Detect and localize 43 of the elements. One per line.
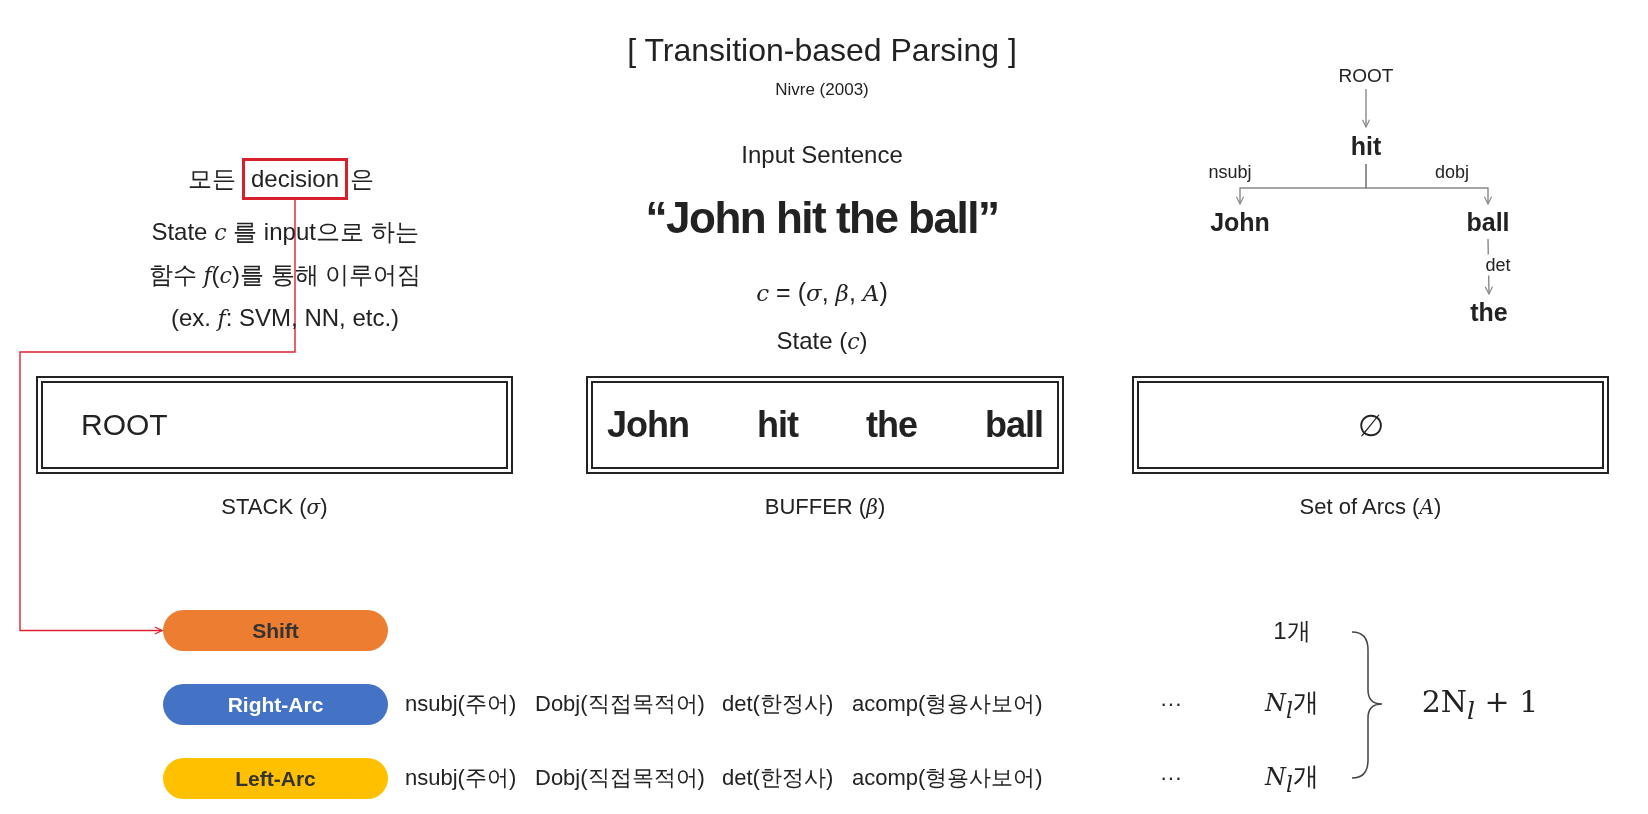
box-caption: BUFFER (β) <box>764 494 886 520</box>
text: Dobj(직접목적어) <box>535 690 705 718</box>
text: nsubj(주어) <box>405 690 517 718</box>
box-caption: Set of Arcs (A) <box>1299 494 1442 520</box>
transition-pill: Left-Arc <box>163 758 388 799</box>
word: the <box>866 404 917 446</box>
text: acomp(형용사보어) <box>852 764 1043 792</box>
arrow <box>19 199 296 635</box>
stack-box: ROOT <box>36 376 513 474</box>
transition-pill: Shift <box>163 610 388 651</box>
text: Nivre (2003) <box>775 80 869 100</box>
word: John <box>607 404 689 446</box>
title: [ Transition-based Parsing ] <box>627 31 1017 69</box>
text: 은 <box>350 164 374 194</box>
text: det(한정사) <box>722 764 834 792</box>
arc-set-box: ∅ <box>1132 376 1609 474</box>
text: 1개 <box>1273 616 1311 646</box>
word: ball <box>985 404 1043 446</box>
edge-label: det <box>1483 254 1513 276</box>
text: Input Sentence <box>741 141 903 169</box>
text: nsubj(주어) <box>405 764 517 792</box>
text: 모든 <box>188 164 236 194</box>
text: 2N$_{l}$ + 1 <box>1421 683 1539 725</box>
text: det(한정사) <box>722 690 834 718</box>
text: State (c) <box>776 327 868 355</box>
text: acomp(형용사보어) <box>852 690 1043 718</box>
word-label: John <box>1202 205 1278 239</box>
highlight-box: decision <box>242 158 348 200</box>
word-label: ball <box>1458 205 1518 239</box>
box-caption: STACK (σ) <box>221 494 328 520</box>
word-label: ROOT <box>1334 63 1398 89</box>
text: ··· <box>1160 765 1182 791</box>
word-label: hit <box>1340 128 1392 164</box>
word-label: the <box>1460 295 1518 329</box>
arrow <box>1365 163 1493 205</box>
text: ··· <box>1160 691 1182 717</box>
text: c = (σ, β, A) <box>756 277 888 307</box>
buffer-box <box>586 376 1064 474</box>
text: Dobj(직접목적어) <box>535 764 705 792</box>
transition-pill: Right-Arc <box>163 684 388 725</box>
text: “John hit the ball” <box>645 193 999 243</box>
arrow <box>1361 88 1371 128</box>
word: hit <box>757 404 798 446</box>
